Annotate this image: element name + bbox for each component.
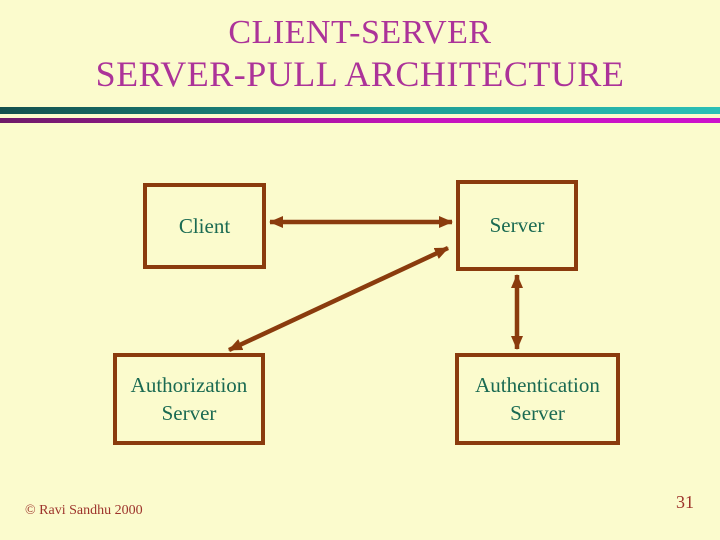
title-line-1: CLIENT-SERVER bbox=[228, 14, 492, 51]
node-authentication-server-label: Authentication Server bbox=[475, 372, 600, 425]
copyright-text: © Ravi Sandhu 2000 bbox=[25, 503, 143, 518]
node-authentication-server: Authentication Server bbox=[455, 353, 620, 445]
node-server: Server bbox=[456, 180, 578, 271]
divider-teal-band bbox=[0, 107, 720, 114]
page-number: 31 bbox=[676, 492, 694, 512]
node-authorization-server-label: Authorization Server bbox=[130, 372, 248, 425]
divider-magenta-band bbox=[0, 118, 720, 123]
node-authorization-server: Authorization Server bbox=[113, 353, 265, 445]
node-client: Client bbox=[143, 183, 266, 269]
node-server-label: Server bbox=[489, 213, 545, 238]
slide-title: CLIENT-SERVER SERVER-PULL ARCHITECTURE bbox=[0, 12, 720, 97]
title-line-2: SERVER-PULL ARCHITECTURE bbox=[95, 54, 625, 95]
node-client-label: Client bbox=[178, 213, 231, 238]
